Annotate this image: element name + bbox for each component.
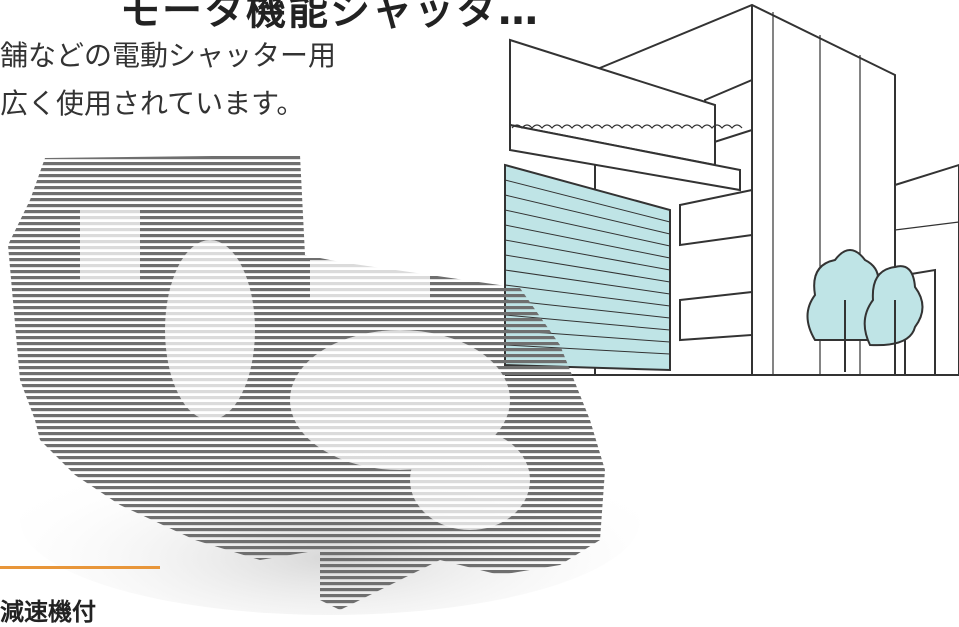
canopy-edge xyxy=(511,124,743,129)
building-drawing xyxy=(504,3,959,376)
lower-window xyxy=(679,290,753,342)
motor-highlights xyxy=(80,210,530,530)
spec-label-fragment: 減速機付 xyxy=(0,598,96,626)
intro-text: 舗などの電動シャッター用 広く使用されています。 xyxy=(0,32,336,128)
middle-window xyxy=(679,188,753,247)
accent-rule xyxy=(0,566,160,569)
motor-illustration xyxy=(8,155,640,615)
intro-line-2: 広く使用されています。 xyxy=(0,87,305,120)
canopy xyxy=(509,123,741,192)
shutter-slats xyxy=(504,179,671,355)
trees xyxy=(806,249,924,372)
intro-line-1: 舗などの電動シャッター用 xyxy=(0,39,337,72)
page-heading-fragment: モータ機能シャッタ… xyxy=(120,0,540,34)
